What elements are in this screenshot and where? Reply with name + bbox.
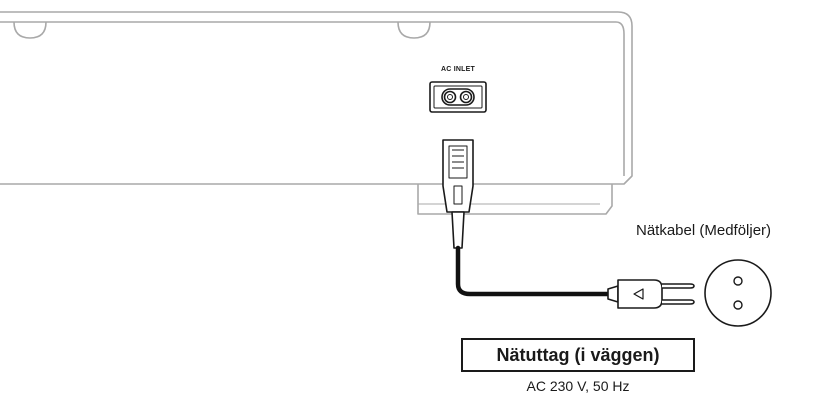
ac-inlet-label: AC INLET — [441, 66, 475, 73]
device-right-side — [615, 21, 625, 176]
inlet-connector — [442, 139, 474, 249]
device-rear-panel — [0, 11, 633, 215]
power-cable-label: Nätkabel (Medföljer) — [636, 222, 772, 239]
device-foot-middle — [397, 21, 431, 39]
device-top-edge — [0, 11, 633, 185]
ac-inlet-socket — [429, 81, 487, 113]
wall-outlet-box: Nätuttag (i väggen) — [461, 338, 695, 372]
power-cable — [455, 245, 613, 297]
device-foot-left — [13, 21, 47, 39]
wall-outlet-spec: AC 230 V, 50 Hz — [526, 378, 630, 394]
wall-outlet-title: Nätuttag (i väggen) — [496, 344, 660, 365]
wall-plug — [607, 279, 695, 309]
wall-socket — [704, 259, 772, 327]
